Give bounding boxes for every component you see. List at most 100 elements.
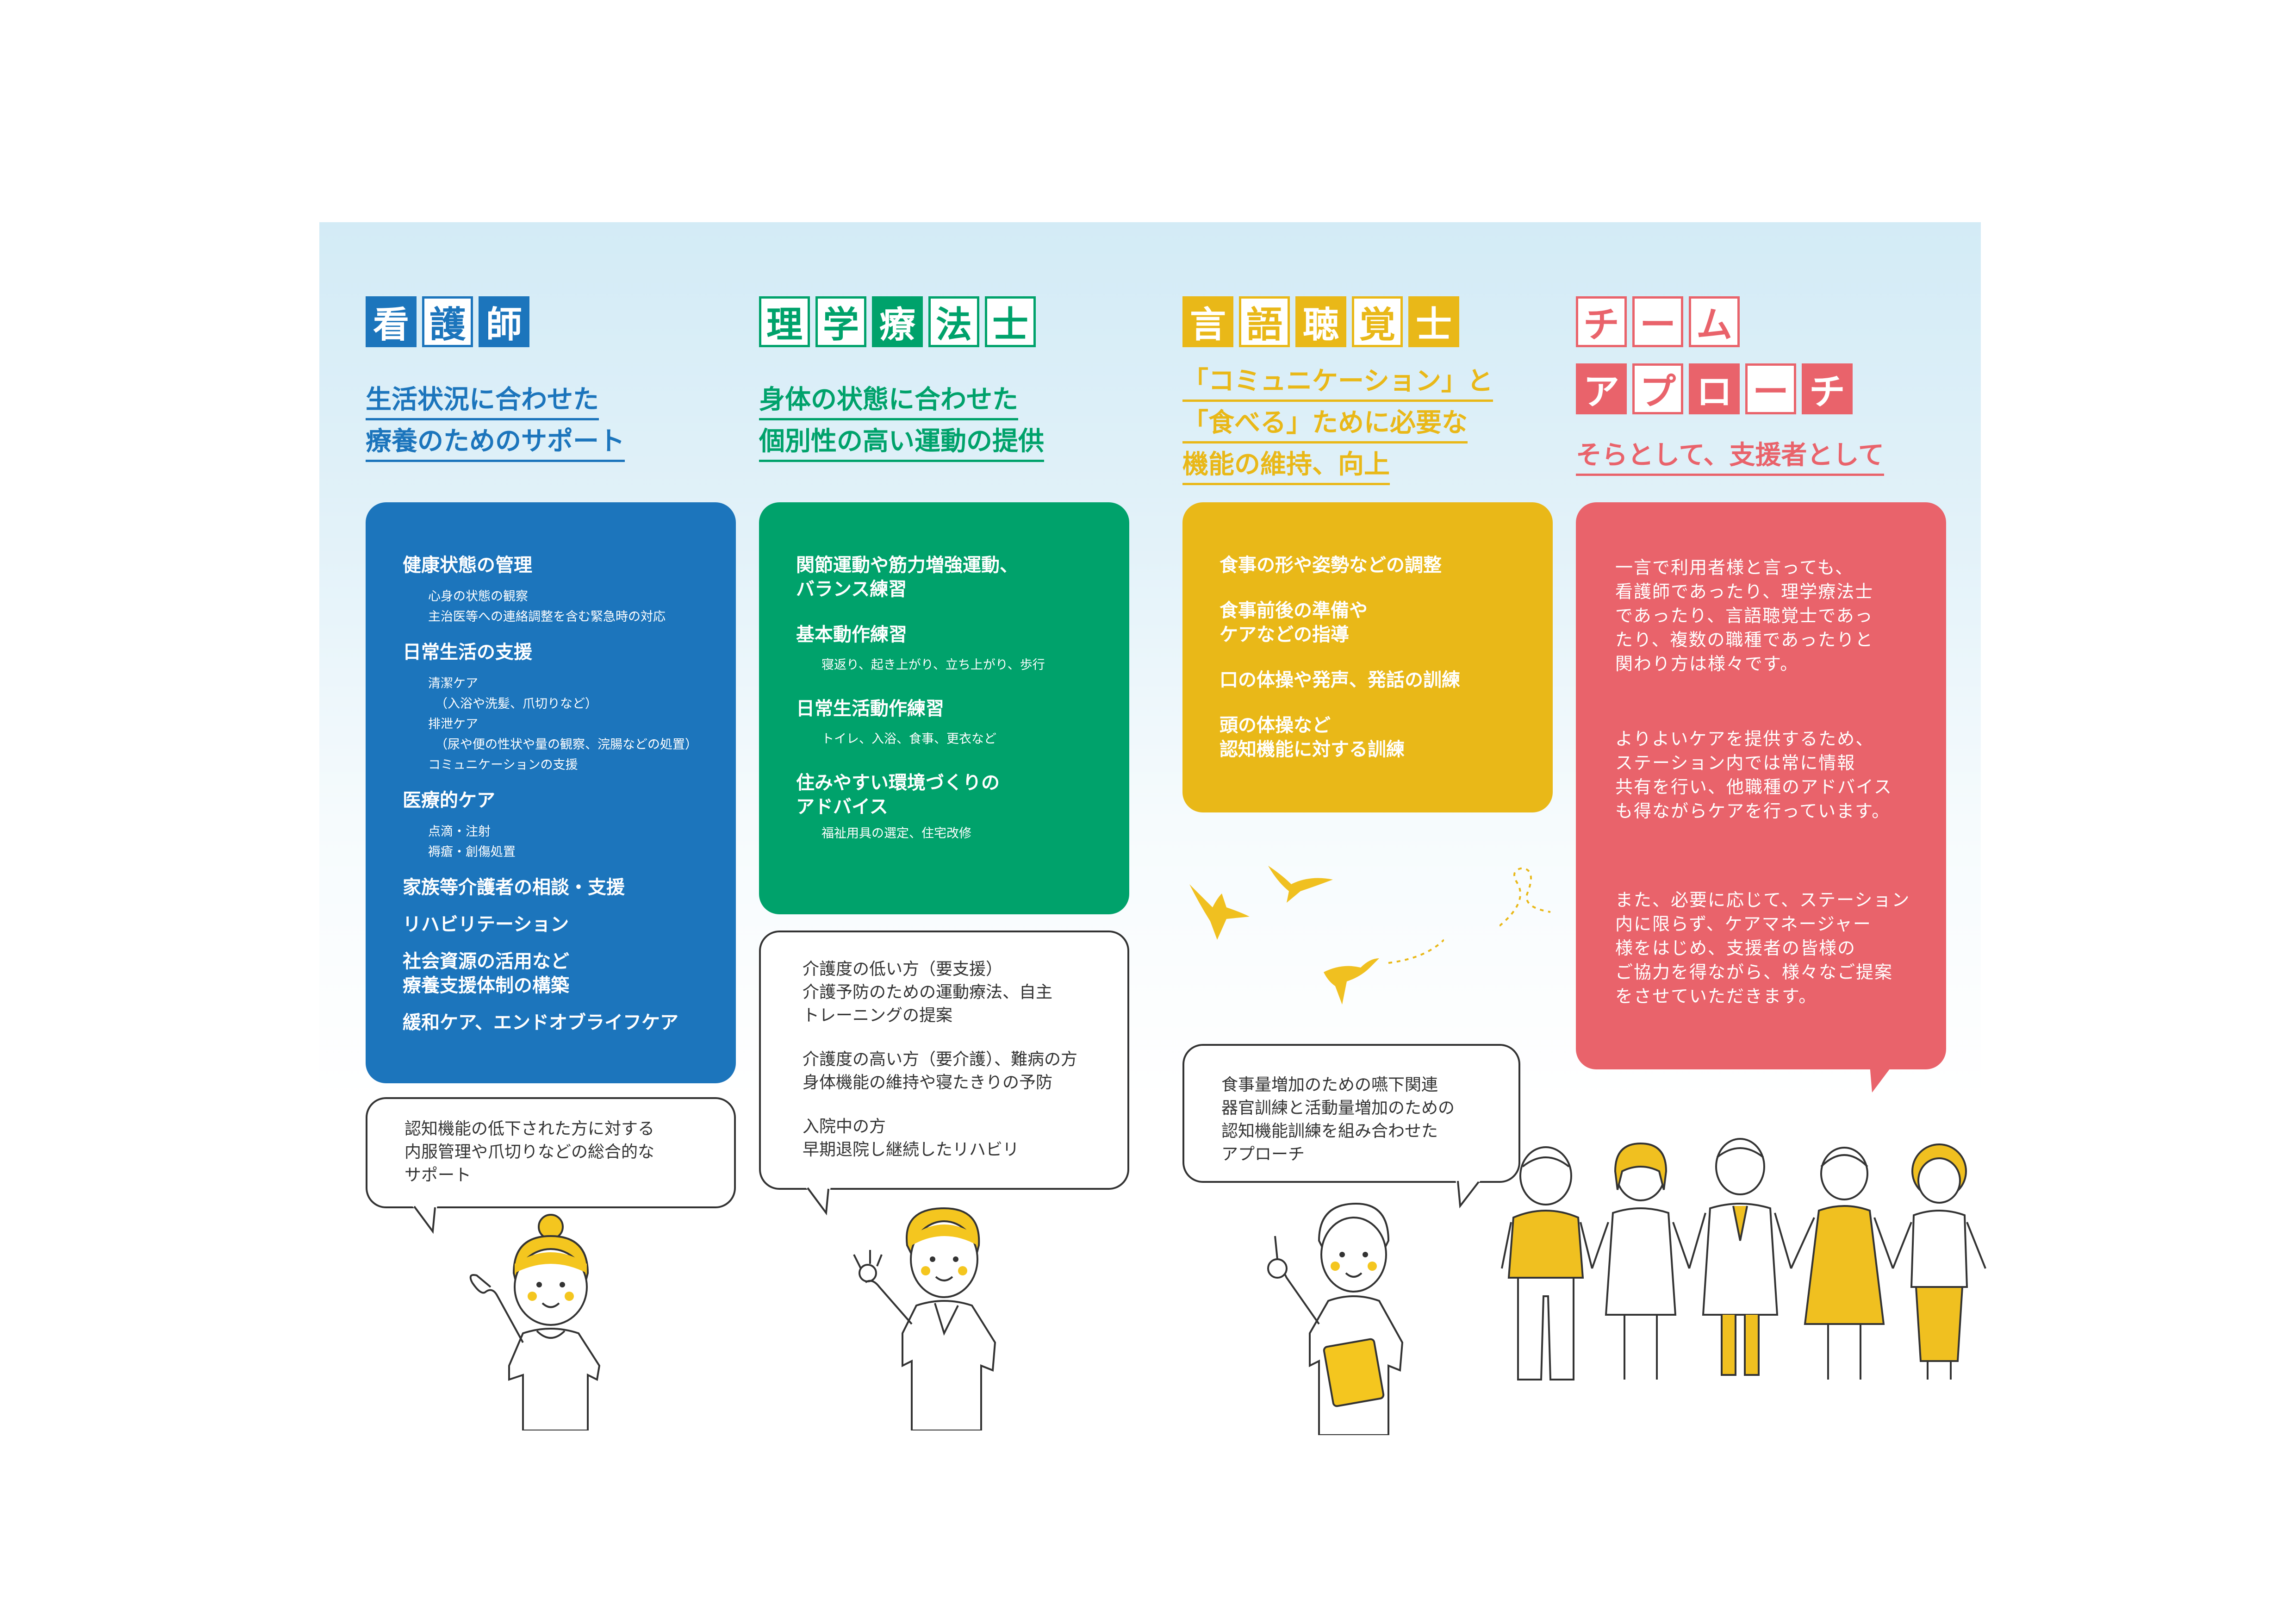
card-item-heading: 医療的ケア (403, 790, 495, 811)
card-item-heading: 日常生活動作練習 (796, 698, 944, 719)
card-item-heading: 頭の体操など (1220, 715, 1331, 736)
pt-card: 関節運動や筋力増強運動、 バランス練習 基本動作練習 寝返り、起き上がり、立ち上… (759, 502, 1129, 914)
bubble-text: 介護度の低い方（要支援） (803, 960, 1003, 979)
pt-title: 理 学 療 法 士 (759, 296, 1036, 347)
title-char: 療 (872, 296, 923, 347)
bubble-text: 食事量増加のための嚥下関連 (1221, 1075, 1438, 1094)
subtitle-line: 個別性の高い運動の提供 (759, 424, 1044, 462)
card-item-detail: （入浴や洗髪、爪切りなど） (435, 697, 597, 711)
bubble-text: 身体機能の維持や寝たきりの予防 (803, 1073, 1053, 1092)
card-item-heading: 関節運動や筋力増強運動、 (796, 555, 1018, 576)
team-text: よりよいケアを提供するため、 (1615, 729, 1874, 749)
title-char: チ (1576, 296, 1627, 347)
team-text: 共有を行い、他職種のアドバイス (1615, 777, 1892, 797)
st-card: 食事の形や姿勢などの調整 食事前後の準備や ケアなどの指導 口の体操や発声、発話… (1182, 502, 1553, 812)
card-item-heading: 緩和ケア、エンドオブライフケア (403, 1012, 678, 1033)
nurse-speech-bubble: 認知機能の低下された方に対する 内服管理や爪切りなどの総合的な サポート (366, 1097, 736, 1208)
card-item-detail: 清潔ケア (428, 676, 478, 691)
bubble-tail-icon (412, 1206, 437, 1234)
team-title-row2: ア プ ロ ー チ (1576, 363, 1853, 414)
title-char: 聴 (1295, 296, 1346, 347)
card-item-heading: リハビリテーション (403, 914, 569, 935)
bubble-text: 器官訓練と活動量増加のための (1221, 1099, 1455, 1118)
card-item-detail: 褥瘡・創傷処置 (428, 845, 516, 859)
card-item-detail: 点滴・注射 (428, 824, 491, 839)
title-char: チ (1802, 363, 1853, 414)
bubble-text: 内服管理や爪切りなどの総合的な (404, 1143, 655, 1162)
bubble-tail-icon (1456, 1180, 1481, 1209)
title-char: 師 (479, 296, 529, 347)
team-subtitle: そらとして、支援者として (1576, 436, 1884, 478)
card-item-heading: 家族等介護者の相談・支援 (403, 877, 625, 898)
card-item-heading: 住みやすい環境づくりの (796, 772, 1000, 793)
card-item-detail: トイレ、入浴、食事、更衣など (821, 732, 996, 746)
bubble-text: アプローチ (1221, 1145, 1305, 1164)
card-item-detail: （尿や便の性状や量の観察、浣腸などの処置） (435, 737, 697, 752)
title-char: ア (1576, 363, 1627, 414)
title-char: 学 (815, 296, 866, 347)
bubble-tail-icon (1870, 1065, 1893, 1093)
subtitle-line: 生活状況に合わせた (366, 382, 599, 420)
card-item-heading: 日常生活の支援 (403, 642, 532, 663)
card-item-heading: アドバイス (796, 796, 888, 818)
title-char: 士 (985, 296, 1036, 347)
title-char: ロ (1689, 363, 1740, 414)
st-illustration-icon (1267, 1202, 1404, 1435)
team-text: ステーション内では常に情報 (1615, 753, 1856, 773)
title-char: 言 (1182, 296, 1233, 347)
card-item-heading: 食事前後の準備や (1220, 600, 1368, 621)
bubble-text: 入院中の方 (803, 1117, 886, 1136)
title-char: 語 (1239, 296, 1290, 347)
pt-illustration-icon (853, 1207, 996, 1430)
card-item-detail: 排泄ケア (428, 717, 478, 731)
title-char: 士 (1408, 296, 1459, 347)
subtitle-line: 療養のためのサポート (366, 424, 625, 462)
title-char: 理 (759, 296, 810, 347)
dotted-path-icon (1500, 867, 1551, 927)
team-text: 関わり方は様々です。 (1615, 654, 1799, 674)
card-item-heading: 食事の形や姿勢などの調整 (1220, 555, 1442, 576)
subtitle-line: 身体の状態に合わせた (759, 382, 1018, 420)
card-item-detail: 主治医等への連絡調整を含む緊急時の対応 (428, 610, 666, 624)
card-item-heading: 認知機能に対する訓練 (1220, 739, 1405, 760)
title-char: 護 (422, 296, 473, 347)
st-title: 言 語 聴 覚 士 (1182, 296, 1459, 347)
title-char: プ (1632, 363, 1683, 414)
title-char: ム (1689, 296, 1740, 347)
bubble-text: 認知機能訓練を組み合わせた (1221, 1122, 1438, 1141)
bubble-text: トレーニングの提案 (803, 1006, 953, 1025)
card-item-detail: コミュニケーションの支援 (428, 758, 578, 772)
bubble-text: 早期退院し継続したリハビリ (803, 1140, 1020, 1159)
title-char: 覚 (1352, 296, 1403, 347)
card-item-heading: 口の体操や発声、発話の訓練 (1220, 669, 1460, 691)
subtitle-line: そらとして、支援者として (1576, 437, 1884, 476)
subtitle-line: 「コミュニケーション」と (1182, 363, 1493, 402)
bubble-text: サポート (404, 1166, 472, 1185)
team-text: であったり、言語聴覚士であっ (1615, 606, 1873, 626)
title-char: 法 (928, 296, 979, 347)
team-text: また、必要に応じて、ステーション (1615, 890, 1910, 910)
subtitle-line: 「食べる」ために必要な (1182, 405, 1468, 443)
team-text: をさせていただきます。 (1615, 986, 1817, 1006)
card-item-detail: 寝返り、起き上がり、立ち上がり、歩行 (821, 658, 1045, 672)
bubble-text: 認知機能の低下された方に対する (404, 1119, 655, 1138)
team-text: 内に限らず、ケアマネージャー (1615, 914, 1872, 934)
nurse-card: 健康状態の管理 心身の状態の観察 主治医等への連絡調整を含む緊急時の対応 日常生… (366, 502, 736, 1083)
bubble-text: 介護予防のための運動療法、自主 (803, 983, 1053, 1002)
nurse-illustration-icon (469, 1214, 601, 1430)
st-subtitle: 「コミュニケーション」と 「食べる」ために必要な 機能の維持、向上 (1182, 362, 1493, 487)
title-char: 看 (366, 296, 417, 347)
team-illustration-icon (1501, 1138, 1986, 1380)
subtitle-line: 機能の維持、向上 (1182, 447, 1390, 485)
team-text: たり、複数の職種であったりと (1615, 630, 1874, 650)
card-item-heading: 社会資源の活用など (403, 951, 569, 972)
team-text: 様をはじめ、支援者の皆様の (1615, 938, 1856, 958)
title-char: ー (1632, 296, 1683, 347)
card-item-heading: ケアなどの指導 (1220, 624, 1349, 645)
team-text: ご協力を得ながら、様々なご提案 (1615, 962, 1893, 982)
team-title-row1: チ ー ム (1576, 296, 1740, 347)
card-item-detail: 福祉用具の選定、住宅改修 (821, 826, 971, 841)
st-speech-bubble: 食事量増加のための嚥下関連 器官訓練と活動量増加のための 認知機能訓練を組み合わ… (1182, 1044, 1520, 1183)
card-item-heading: 基本動作練習 (796, 624, 907, 645)
birds-icon (1189, 866, 1444, 1005)
